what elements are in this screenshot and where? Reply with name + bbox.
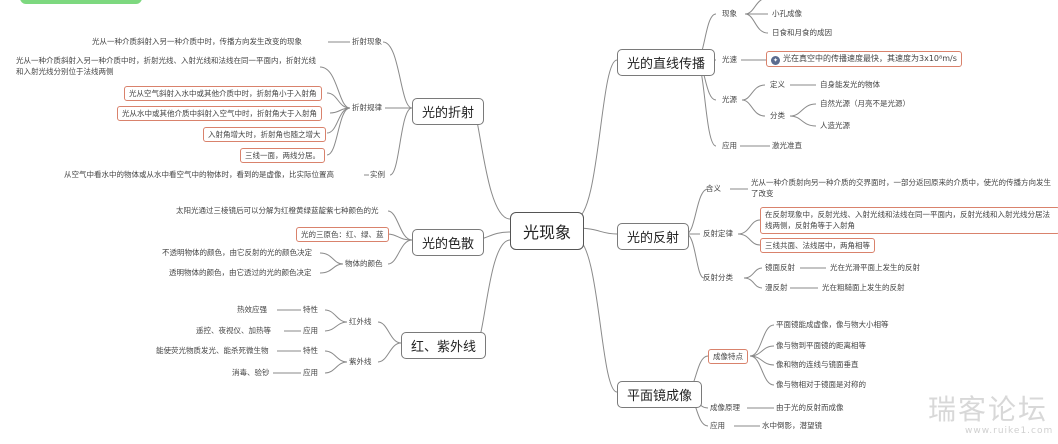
opaque-color: 不透明物体的颜色，由它反射的光的颜色决定: [162, 248, 312, 257]
plane-mirror-feature-label: 成像特点: [708, 349, 748, 365]
uv-feature: 能使荧光物质发光、能杀死微生物: [156, 346, 269, 355]
refraction-phenomenon-label: 折射现象: [352, 37, 382, 46]
infrared-label: 红外线: [349, 317, 372, 326]
dispersion-definition: 太阳光通过三棱镜后可以分解为红橙黄绿蓝靛紫七种颜色的光: [176, 206, 379, 215]
refraction-law-4: 三线一面，两线分居。: [240, 148, 325, 164]
uv-feature-label: 特性: [303, 346, 318, 355]
straight-phenomenon-label: 现象: [722, 9, 737, 18]
natural-source: 自然光源（月亮不是光源）: [820, 99, 910, 108]
refraction-law-1: 光从空气斜射入水中或其他介质中时，折射角小于入射角: [124, 86, 322, 102]
feature-1: 平面镜能成虚像，像与物大小相等: [776, 320, 889, 329]
refraction-definition: 光从一种介质斜射入另一种介质中时，传播方向发生改变的现象: [92, 37, 302, 46]
transparent-color: 透明物体的颜色，由它透过的光的颜色决定: [169, 268, 312, 277]
watermark: 瑞客论坛: [928, 393, 1049, 426]
branch-straight-propagation[interactable]: 光的直线传播: [617, 49, 716, 76]
mirror-reflection: 光在光滑平面上发生的反射: [830, 263, 920, 272]
infrared-feature: 热效应强: [237, 305, 267, 314]
branch-plane-mirror[interactable]: 平面镜成像: [617, 381, 703, 408]
reflection-law-label: 反射定律: [703, 229, 733, 238]
refraction-law-text: 光从一种介质斜射入另一种介质中时，折射光线、入射光线和法线在同一平面内，折射光线…: [16, 56, 316, 77]
light-source-label: 光源: [722, 95, 737, 104]
eclipse-cause: 日食和月食的成因: [772, 28, 832, 37]
dispersion-primary-colors: 光的三原色：红、绿、蓝: [296, 227, 389, 243]
feature-3: 像和物的连线与镜面垂直: [776, 360, 859, 369]
light-speed-label: 光速: [722, 55, 737, 64]
refraction-law-label: 折射规律: [352, 103, 382, 112]
source-definition-label: 定义: [770, 80, 785, 89]
watermark-url: www.ruike1.com: [965, 426, 1054, 436]
principle-text: 由于光的反射而成像: [776, 403, 844, 412]
pinhole-imaging: 小孔成像: [772, 9, 802, 18]
infrared-feature-label: 特性: [303, 305, 318, 314]
refraction-example: 从空气中看水中的物体或从水中看空气中的物体时，看到的是虚像，比实际位置高: [64, 170, 334, 179]
infrared-use: 遥控、夜视仪、加热等: [196, 326, 271, 335]
branch-reflection[interactable]: 光的反射: [617, 223, 690, 250]
light-speed-text: 光在真空中的传播速度最快，其速度为3x10⁸m/s: [783, 54, 957, 63]
star-badge-icon: ✦: [771, 56, 780, 65]
uv-use-label: 应用: [303, 368, 318, 377]
laser-alignment: 激光准直: [772, 141, 802, 150]
reflection-law-2: 三线共面、法线居中，两角相等: [760, 238, 875, 254]
branch-infrared-uv[interactable]: 红、紫外线: [401, 332, 487, 359]
light-speed-box: ✦光在真空中的传播速度最快，其速度为3x10⁸m/s: [766, 51, 962, 67]
diffuse-reflection-label: 漫反射: [765, 283, 788, 292]
top-pill: [20, 0, 142, 4]
feature-2: 像与物到平面镜的距离相等: [776, 341, 866, 350]
root-node[interactable]: 光现象: [510, 212, 585, 250]
mirror-reflection-label: 镜面反射: [765, 263, 795, 272]
source-class-label: 分类: [770, 111, 785, 120]
branch-dispersion[interactable]: 光的色散: [412, 229, 485, 256]
object-color-label: 物体的颜色: [345, 259, 383, 268]
refraction-law-2: 光从水中或其他介质中斜射入空气中时，折射角大于入射角: [117, 106, 322, 122]
straight-use-label: 应用: [722, 141, 737, 150]
feature-4: 像与物相对于镜面是对称的: [776, 380, 866, 389]
plane-mirror-use: 水中倒影，潜望镜: [762, 421, 822, 430]
uv-label: 紫外线: [349, 357, 372, 366]
branch-refraction[interactable]: 光的折射: [412, 98, 485, 125]
artificial-source: 人造光源: [820, 121, 850, 130]
reflection-class-label: 反射分类: [703, 273, 733, 282]
diffuse-reflection: 光在粗糙面上发生的反射: [822, 283, 905, 292]
infrared-use-label: 应用: [303, 326, 318, 335]
source-definition: 自身能发光的物体: [820, 80, 880, 89]
reflection-law-text: 在反射现象中，反射光线、入射光线和法线在同一平面内，反射光线和入射光线分居法线两…: [760, 207, 1058, 234]
principle-label: 成像原理: [710, 403, 740, 412]
reflection-meaning-label: 含义: [706, 184, 721, 193]
uv-use: 消毒、验钞: [232, 368, 270, 377]
plane-mirror-use-label: 应用: [710, 421, 725, 430]
refraction-law-3: 入射角增大时，折射角也随之增大: [203, 127, 326, 143]
refraction-example-label: 实例: [370, 170, 385, 179]
reflection-meaning: 光从一种介质射向另一种介质的交界面时，一部分返回原来的介质中，使光的传播方向发生…: [751, 178, 1051, 199]
